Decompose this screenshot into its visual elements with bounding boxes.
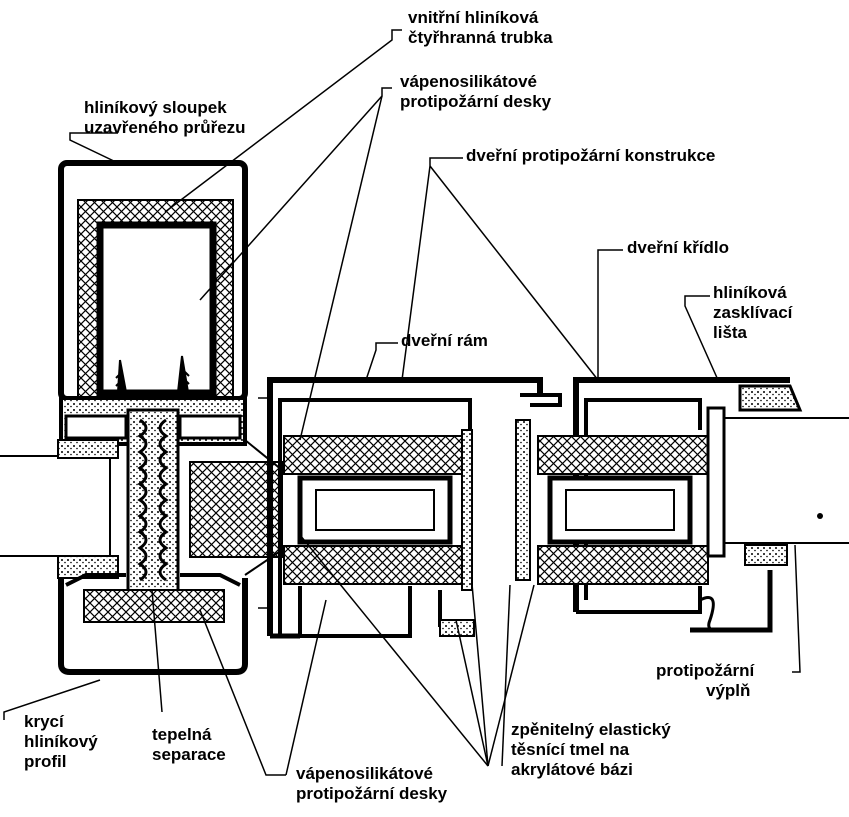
label-glazing-bead: hliníková zasklívací lišta — [713, 283, 792, 343]
label-line: hliníkový sloupek — [84, 98, 227, 117]
label-line: hliníková — [713, 283, 787, 302]
label-line: profil — [24, 752, 67, 771]
cover-profile — [58, 573, 248, 675]
label-line: těsnící tmel na — [511, 740, 630, 759]
label-line: dveřní rám — [401, 331, 488, 350]
label-line: akrylátové bázi — [511, 760, 633, 779]
label-line: výplň — [706, 681, 751, 700]
label-line: protipožární desky — [400, 92, 552, 111]
label-line: lišta — [713, 323, 748, 342]
label-line: čtyřhranná trubka — [408, 28, 553, 47]
label-silicate-boards-bottom: vápenosilikátové protipožární desky — [296, 764, 447, 804]
label-silicate-boards-top: vápenosilikátové protipožární desky — [400, 72, 551, 112]
door-leaf — [515, 377, 803, 633]
right-glazing — [724, 417, 849, 544]
label-door-construction: dveřní protipožární konstrukce — [466, 146, 715, 166]
label-fire-glazing: protipožární výplň — [656, 661, 754, 701]
thermal-break — [126, 408, 180, 597]
label-line: protipožární — [656, 661, 755, 680]
label-line: tepelná — [152, 725, 212, 744]
label-line: protipožární desky — [296, 784, 448, 803]
label-line: separace — [152, 745, 226, 764]
label-line: dveřní protipožární konstrukce — [466, 146, 716, 165]
label-line: hliníkový — [24, 732, 98, 751]
label-line: krycí — [24, 712, 64, 731]
label-aluminium-post: hliníkový sloupek uzavřeného průřezu — [84, 98, 246, 138]
left-glazing — [0, 439, 119, 579]
label-line: uzavřeného průřezu — [84, 118, 246, 137]
label-line: vápenosilikátové — [400, 72, 538, 91]
label-door-leaf: dveřní křídlo — [627, 238, 729, 258]
label-line: zasklívací — [713, 303, 793, 322]
label-line: vápenosilikátové — [296, 764, 434, 783]
aluminium-post — [58, 160, 248, 446]
label-line: vnitřní hliníková — [408, 8, 539, 27]
label-inner-tube: vnitřní hliníková čtyřhranná trubka — [408, 8, 553, 48]
door-frame — [267, 377, 543, 639]
label-thermal-break: tepelná separace — [152, 725, 226, 765]
label-line: zpěnitelný elastický — [511, 720, 671, 739]
label-door-frame: dveřní rám — [401, 331, 488, 351]
label-line: dveřní křídlo — [627, 238, 730, 257]
label-cover-profile: krycí hliníkový profil — [24, 712, 98, 772]
leader-lines — [3, 29, 801, 776]
label-sealant: zpěnitelný elastický těsnící tmel na akr… — [511, 720, 671, 780]
